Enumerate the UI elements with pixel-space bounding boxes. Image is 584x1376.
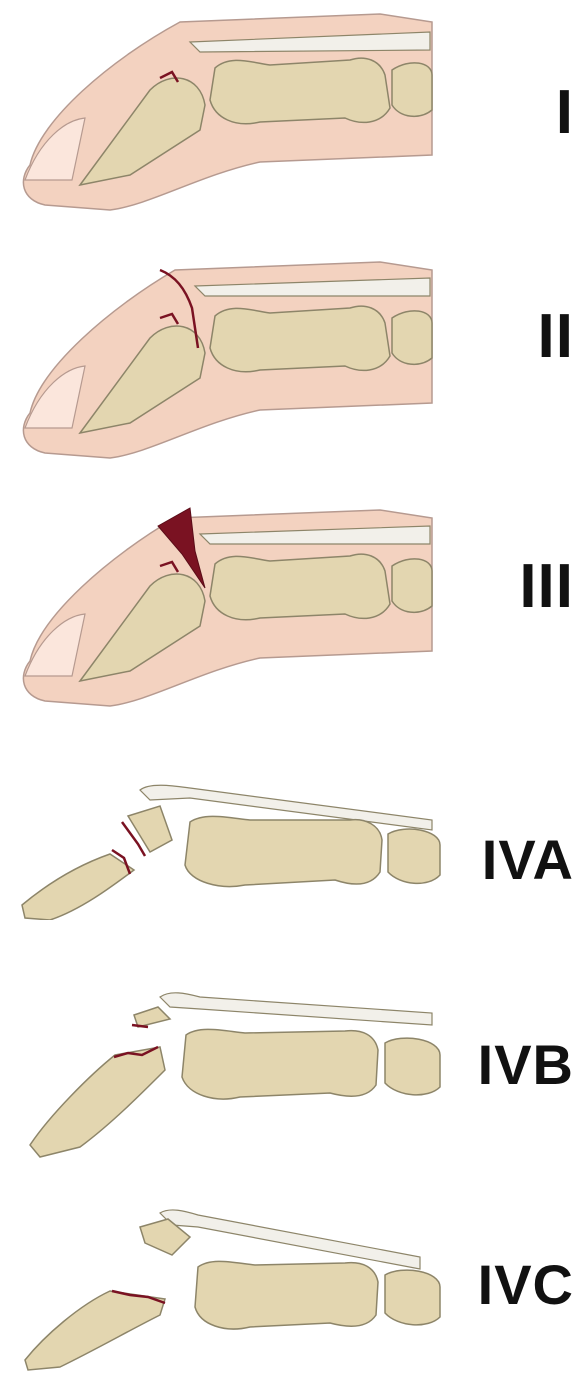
distal-phalanx-bone (30, 1047, 165, 1157)
avulsed-bone-fragment (122, 806, 172, 856)
panel-label: IVC (478, 1257, 574, 1313)
finger-illustration-type-II (0, 248, 584, 478)
panel-type-IVC: IVC (0, 1205, 584, 1376)
panel-type-I: I (0, 0, 584, 230)
panel-type-II: II (0, 248, 584, 478)
panel-label: III (519, 556, 574, 618)
middle-phalanx-bone (182, 1029, 440, 1099)
distal-phalanx-bone (25, 1291, 165, 1370)
panel-label: I (556, 82, 574, 144)
finger-illustration-type-III (0, 496, 584, 726)
panel-label: II (538, 306, 574, 368)
finger-tendon (160, 1210, 420, 1269)
panel-type-III: III (0, 496, 584, 726)
finger-illustration-type-I (0, 0, 584, 230)
middle-phalanx-bone (185, 816, 440, 886)
avulsed-bone-fragment (132, 1007, 170, 1027)
panel-label: IVA (482, 832, 574, 888)
distal-phalanx-bone (22, 850, 134, 920)
finger-tendon (160, 993, 432, 1025)
panel-label: IVB (478, 1037, 574, 1093)
panel-type-IVB: IVB (0, 985, 584, 1165)
middle-phalanx-bone (195, 1261, 440, 1329)
panel-type-IVA: IVA (0, 770, 584, 920)
